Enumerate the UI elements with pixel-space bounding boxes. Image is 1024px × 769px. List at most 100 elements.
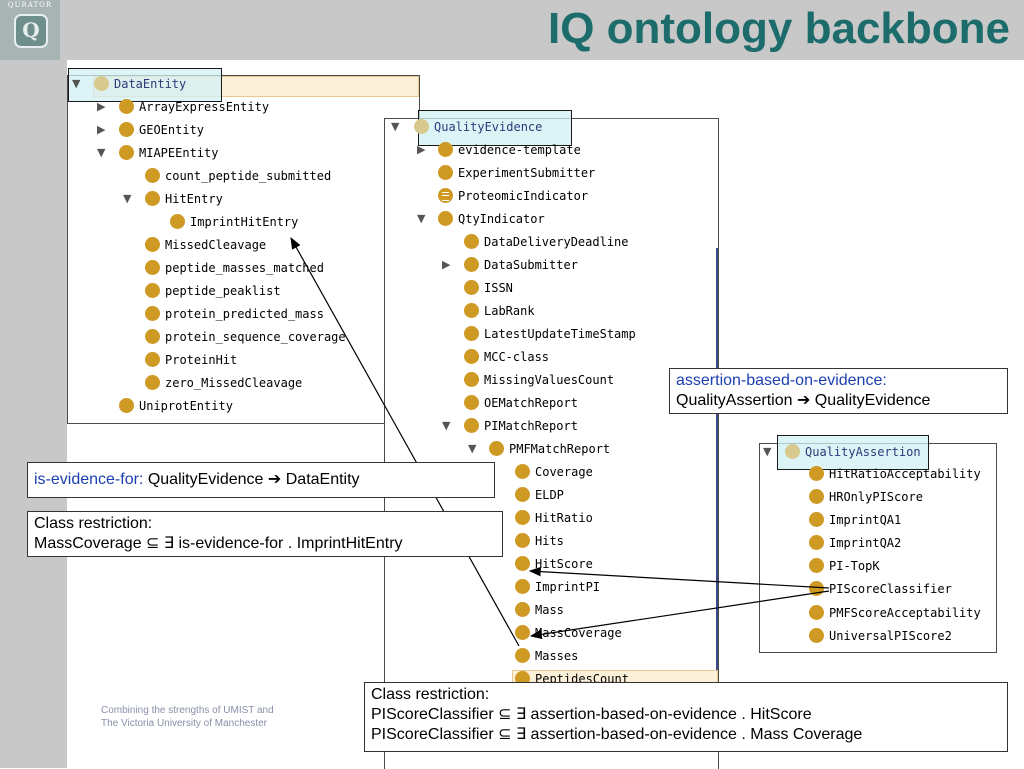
class-icon [145,237,160,252]
tree-node-root[interactable]: DataEntity [94,76,186,92]
tree-node[interactable]: ImprintHitEntry [170,214,298,230]
tree-node[interactable]: PMFMatchReport [489,441,610,457]
tree-node[interactable]: ExperimentSubmitter [438,165,595,181]
class-icon [515,579,530,594]
class-icon [809,535,824,550]
class-restriction-callout-1: Class restriction: MassCoverage ⊆ ∃ is-e… [27,511,503,557]
class-icon [119,398,134,413]
page-title: IQ ontology backbone [547,4,1010,53]
expand-down-icon[interactable]: ▼ [391,120,400,133]
expand-right-icon[interactable]: ▶ [442,258,451,271]
assertion-relation-callout: assertion-based-on-evidence: QualityAsse… [669,368,1008,414]
class-icon [809,558,824,573]
expand-down-icon[interactable]: ▼ [442,419,451,432]
class-icon [515,533,530,548]
tree-node[interactable]: Hits [515,533,564,549]
class-icon [145,375,160,390]
tree-node[interactable]: ELDP [515,487,564,503]
class-icon [145,260,160,275]
evidence-relation-callout: is-evidence-for: QualityEvidence ➔ DataE… [27,462,495,498]
expand-right-icon[interactable]: ▶ [97,100,106,113]
defined-class-icon [438,188,453,203]
expand-down-icon[interactable]: ▼ [123,192,132,205]
expand-right-icon[interactable]: ▶ [417,143,426,156]
tree-node[interactable]: ImprintQA1 [809,512,901,528]
tree-node[interactable]: ImprintQA2 [809,535,901,551]
tree-node[interactable]: HitRatio [515,510,593,526]
tree-node[interactable]: UniprotEntity [119,398,233,414]
data-entity-root-selection[interactable] [68,68,222,102]
tree-node[interactable]: MissedCleavage [145,237,266,253]
class-icon [515,648,530,663]
class-icon [464,303,479,318]
class-icon [438,165,453,180]
tree-node[interactable]: HitEntry [145,191,223,207]
tree-node[interactable]: QtyIndicator [438,211,545,227]
expand-down-icon[interactable]: ▼ [72,77,81,90]
tree-node-root[interactable]: QualityEvidence [414,119,542,135]
class-icon [145,191,160,206]
tree-node[interactable]: HitScore [515,556,593,572]
expand-down-icon[interactable]: ▼ [763,445,772,458]
class-icon [464,280,479,295]
quality-assertion-root-selection[interactable] [777,435,929,470]
tree-node[interactable]: PIScoreClassifier [809,581,952,597]
class-icon [145,352,160,367]
class-icon [809,605,824,620]
tree-node[interactable]: GEOEntity [119,122,204,138]
class-icon [119,122,134,137]
tree-node[interactable]: protein_sequence_coverage [145,329,346,345]
tree-node[interactable]: MassCoverage [515,625,622,641]
tree-node[interactable]: ISSN [464,280,513,296]
tree-node[interactable]: PI-TopK [809,558,880,574]
class-icon [438,211,453,226]
tree-node[interactable]: Coverage [515,464,593,480]
top-band [0,0,1024,60]
tree-node[interactable]: DataSubmitter [464,257,578,273]
tree-node-root[interactable]: QualityAssertion [785,444,921,460]
tree-node[interactable]: zero_MissedCleavage [145,375,302,391]
class-icon [464,418,479,433]
tree-node[interactable]: HitRatioAcceptability [809,466,981,482]
class-icon [515,464,530,479]
class-icon [94,76,109,91]
tree-node[interactable]: LabRank [464,303,535,319]
tree-node[interactable]: Masses [515,648,578,664]
class-icon [145,306,160,321]
expand-down-icon[interactable]: ▼ [468,442,477,455]
tree-node[interactable]: ImprintPI [515,579,600,595]
tree-node[interactable]: LatestUpdateTimeStamp [464,326,636,342]
tree-node[interactable]: peptide_peaklist [145,283,281,299]
class-icon [515,625,530,640]
class-icon [785,444,800,459]
tree-node[interactable]: Mass [515,602,564,618]
tree-node[interactable]: OEMatchReport [464,395,578,411]
tree-node[interactable]: MCC-class [464,349,549,365]
tree-node[interactable]: evidence-template [438,142,581,158]
tree-node[interactable]: HROnlyPIScore [809,489,923,505]
tree-node[interactable]: UniversalPIScore2 [809,628,952,644]
class-icon [809,512,824,527]
tree-node[interactable]: ProteomicIndicator [438,188,588,204]
expand-right-icon[interactable]: ▶ [97,123,106,136]
expand-down-icon[interactable]: ▼ [417,212,426,225]
tree-node[interactable]: ArrayExpressEntity [119,99,269,115]
tree-node[interactable]: ProteinHit [145,352,237,368]
class-icon [119,99,134,114]
footer-credit: Combining the strengths of UMIST and The… [101,705,274,729]
tree-node[interactable]: protein_predicted_mass [145,306,324,322]
tree-node[interactable]: PMFScoreAcceptability [809,605,981,621]
class-icon [809,628,824,643]
tree-node[interactable]: MissingValuesCount [464,372,614,388]
class-icon [414,119,429,134]
tree-node[interactable]: PIMatchReport [464,418,578,434]
tree-node[interactable]: count_peptide_submitted [145,168,331,184]
tree-node[interactable]: peptide_masses_matched [145,260,324,276]
class-icon [464,395,479,410]
class-icon [145,329,160,344]
tree-node[interactable]: DataDeliveryDeadline [464,234,629,250]
class-icon [464,372,479,387]
tree-node[interactable]: MIAPEEntity [119,145,218,161]
class-icon [515,556,530,571]
expand-down-icon[interactable]: ▼ [97,146,106,159]
